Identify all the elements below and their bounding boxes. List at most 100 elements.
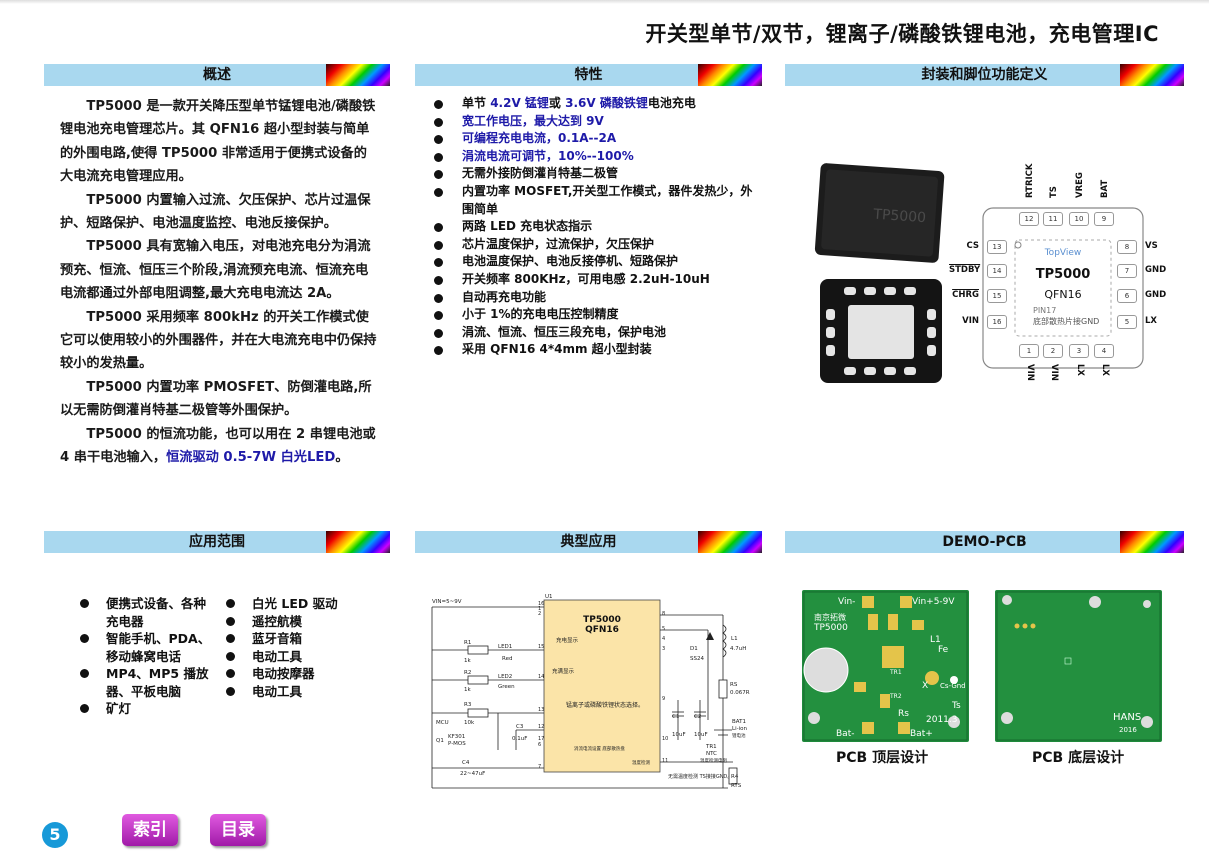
section-features-header: 特性 [415, 64, 762, 86]
schematic-pin-number: 9 [662, 696, 665, 702]
pcb-bat-plus: Bat+ [910, 729, 933, 739]
section-applications-title: 应用范围 [189, 534, 245, 550]
schematic-c3-value: 0.1uF [512, 736, 527, 742]
schematic-r2-value: 1k [464, 687, 471, 693]
schematic-r4-value: RTS [731, 783, 742, 789]
pcb-top-caption: PCB 顶层设计 [836, 750, 929, 766]
toc-button[interactable]: 目录 [210, 814, 266, 846]
feature-item: 小于 1%的充电电压控制精度 [432, 306, 762, 324]
schematic-r3: R3 [464, 702, 472, 708]
schematic-led1: LED1 [498, 644, 512, 650]
overview-paragraph: TP5000 是一款开关降压型单节锰锂电池/磷酸铁锂电池充电管理芯片。其 QFN… [60, 99, 376, 185]
schematic-r2: R2 [464, 670, 471, 676]
pcb-l1: L1 [930, 635, 941, 645]
schematic-led2: LED2 [498, 674, 512, 680]
application-item: 矿灯 [78, 700, 218, 718]
pin-number-top: 11 [1043, 212, 1063, 226]
schematic-vin-label: VIN=5~9V [432, 599, 462, 605]
chip-marking: TP5000 [872, 207, 927, 227]
pcb-tr2: TR2 [889, 693, 902, 700]
pin-number-right: 6 [1117, 289, 1137, 303]
pcb-bottom-image: HANS 2016 [995, 590, 1162, 742]
pcb-brand: 南京拓微 [814, 612, 846, 622]
pin-label-top: TS [1049, 186, 1059, 198]
schematic-led1-color: Red [502, 656, 512, 662]
overview-text: TP5000 是一款开关降压型单节锰锂电池/磷酸铁锂电池充电管理芯片。其 QFN… [60, 95, 380, 470]
feature-item: 宽工作电压，最大达到 9V [432, 113, 762, 131]
pin-label-left: VIN [962, 316, 979, 326]
pin-number-bottom: 1 [1019, 344, 1039, 358]
feature-item: 无需外接防倒灌肖特基二极管 [432, 165, 762, 183]
chip-pin17-note: 底部散热片接GND [1033, 317, 1100, 326]
rainbow-decoration [1120, 531, 1184, 553]
schematic-tr-note: 温度检测电阻 [700, 757, 727, 764]
pcb-vin-minus: Vin- [838, 597, 855, 607]
rainbow-decoration [1120, 64, 1184, 86]
schematic-c3: C3 [516, 724, 524, 730]
pcb-bottom-hans: HANS [1113, 712, 1141, 723]
feature-item: 开关频率 800KHz，可用电感 2.2uH-10uH [432, 271, 762, 289]
schematic-tr-type: NTC [706, 751, 717, 757]
schematic-d1-value: SS24 [690, 656, 704, 662]
schematic-pin-number: 14 [538, 674, 544, 680]
application-item: MP4、MP5 播放器、平板电脑 [78, 665, 218, 700]
application-item: 遥控航模 [224, 613, 374, 631]
feature-item: 芯片温度保护，过流保护，欠压保护 [432, 236, 762, 254]
pin-number-left: 16 [987, 315, 1007, 329]
schematic-c2-value: 10uF [694, 732, 708, 738]
schematic-u1: U1 [545, 594, 553, 600]
pin-label-bottom: VIN [1049, 364, 1059, 381]
pin-number-left: 13 [987, 240, 1007, 254]
schematic-pin-number: 6 [538, 742, 541, 748]
schematic-c1: C1 [672, 714, 679, 720]
application-item: 电动工具 [224, 648, 374, 666]
pcb-fe: Fe [938, 645, 949, 655]
schematic-pin-number: 5 [662, 626, 665, 632]
typical-application-schematic: VIN=5~9V U1 充电显示 充满显示 锰离子或磷酸铁锂状态选择。 涓流电流… [431, 594, 750, 789]
schematic-ic-name: TP5000 [583, 615, 621, 625]
schematic-pin-number: 2 [538, 611, 541, 617]
schematic-pin-number: 4 [662, 636, 665, 642]
application-item: 便携式设备、各种充电器 [78, 595, 218, 630]
pin-label-top: RTRICK [1025, 163, 1035, 199]
pcb-cs: Cs-Gnd [940, 682, 966, 690]
schematic-c1-value: 10uF [672, 732, 686, 738]
index-button[interactable]: 索引 [122, 814, 178, 846]
overview-paragraph: TP5000 内置输入过流、欠压保护、芯片过温保护、短路保护、电池温度监控、电池… [60, 192, 371, 232]
schematic-pin-number: 17 [538, 736, 544, 742]
pin-number-left: 14 [987, 264, 1007, 278]
pin-label-left: STDBY [949, 265, 981, 275]
pin-number-left: 15 [987, 289, 1007, 303]
schematic-r4: R4 [731, 774, 739, 780]
chip-package: QFN16 [1044, 288, 1082, 301]
schematic-r3-value: 10k [464, 720, 475, 726]
schematic-pin-number: 1 [538, 606, 541, 612]
schematic-no-temp-note: 无需温度检测 TS接接GND。 [668, 773, 732, 780]
applications-list-1: 便携式设备、各种充电器 智能手机、PDA、移动蜂窝电话 MP4、MP5 播放器、… [78, 595, 218, 718]
pin-label-right: GND [1145, 265, 1167, 275]
schematic-q1: Q1 [436, 738, 444, 744]
pin-number-right: 7 [1117, 264, 1137, 278]
schematic-pin-number: 11 [662, 758, 668, 764]
schematic-tr: TR1 [705, 744, 717, 750]
pcb-bottom-caption: PCB 底层设计 [1032, 750, 1125, 766]
schematic-c4-value: 22~47uF [460, 771, 485, 777]
pin-number-bottom: 2 [1043, 344, 1063, 358]
pcb-bottom-year: 2016 [1119, 726, 1137, 734]
pin-label-right: LX [1145, 316, 1157, 326]
chip-name: TP5000 [1035, 267, 1091, 282]
feature-item: 电池温度保护、电池反接停机、短路保护 [432, 253, 762, 271]
pin-label-top: VREG [1075, 172, 1085, 198]
overview-paragraph: TP5000 具有宽输入电压，对电池充电分为涓流预充、恒流、恒压三个阶段,涓流预… [60, 239, 371, 302]
overview-text-span: TP5000 的恒流功能，也可以用在 2 串锂电池或 4 串干电池输入， [60, 426, 376, 466]
pcb-model: TP5000 [813, 623, 848, 633]
schematic-pin-number: 15 [538, 644, 544, 650]
pin-label-left: CS [966, 241, 979, 251]
schematic-chrg-label: 充电显示 [556, 636, 579, 644]
pin-number-right: 5 [1117, 315, 1137, 329]
schematic-r1-value: 1k [464, 658, 471, 664]
schematic-r1: R1 [464, 640, 471, 646]
application-item: 电动按摩器 [224, 665, 374, 683]
chip-view-label: TopView [1044, 248, 1082, 258]
